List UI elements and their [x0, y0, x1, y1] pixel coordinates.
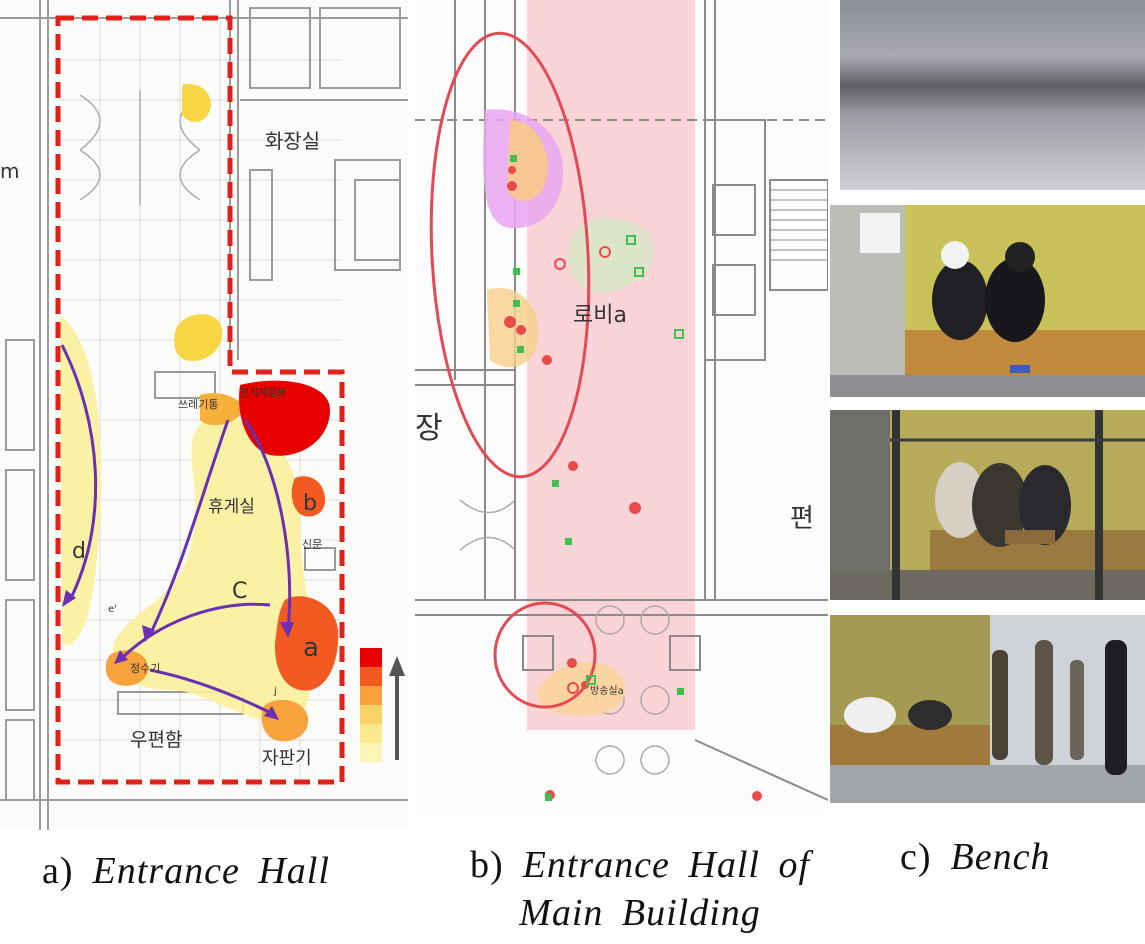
- observation-points: [504, 155, 762, 801]
- zone-d-label: d: [72, 539, 86, 564]
- lobby-label: 로비a: [573, 303, 627, 328]
- caption-b-letter: b): [469, 844, 504, 886]
- intensity-up-arrow: [389, 656, 405, 760]
- bench-photo-group-seated: [830, 410, 1145, 600]
- legend-swatch: [360, 743, 382, 762]
- flow-arrowheads: [62, 590, 294, 720]
- highlight-ellipses: [429, 31, 597, 709]
- caption-a-title: Entrance Hall: [92, 850, 330, 892]
- zone-b-label: b: [303, 491, 317, 516]
- caption-c-title: Bench: [950, 836, 1051, 878]
- heat-zones: [60, 84, 339, 742]
- restroom-label: 화장실: [265, 129, 320, 153]
- caption-b-title-line1: Entrance Hall of: [522, 844, 811, 886]
- caption-c-letter: c): [900, 836, 932, 878]
- bench-photo-blurred: [840, 0, 1145, 190]
- vending-machine-label: 자판기: [262, 748, 312, 769]
- caption-b-title-line2: Main Building: [519, 891, 761, 934]
- newspaper-label: 신문: [302, 538, 322, 551]
- lounge-label: 휴게실: [208, 497, 255, 517]
- caption-a: a) Entrance Hall: [42, 848, 330, 896]
- mark-j-label: j: [273, 686, 277, 697]
- intensity-legend: [360, 648, 382, 762]
- mark-e-label: e': [108, 604, 117, 615]
- corridor-band: [527, 0, 695, 730]
- battery-recycle-label: 전지재활용: [240, 386, 286, 399]
- legend-swatch: [360, 724, 382, 743]
- main-building-drawing: 로비a 장 방송실a: [415, 0, 828, 801]
- legend-swatch: [360, 667, 382, 686]
- water-purifier-label: 정수기: [130, 662, 160, 675]
- caption-c: c) Bench: [900, 834, 1050, 882]
- legend-swatch: [360, 686, 382, 705]
- broadcast-room-label: 방송실a: [590, 685, 624, 697]
- caption-a-letter: a): [42, 850, 74, 892]
- zone-c-label: C: [232, 579, 247, 604]
- bench-photo-two-people: [830, 205, 1145, 397]
- plan-doors: [459, 499, 670, 775]
- trash-bin-label: 쓰레기통: [178, 398, 218, 411]
- mailbox-label: 우편함: [130, 729, 182, 751]
- study-area-boundary: [55, 15, 345, 785]
- zone-a-label: a: [303, 633, 319, 663]
- entrance-doors: [79, 90, 201, 205]
- legend-swatch: [360, 648, 382, 667]
- jang-label: 장: [415, 411, 443, 446]
- edge-m-label: m: [0, 159, 19, 183]
- pyeon-label: 편: [790, 504, 814, 534]
- bench-photo-standing-group: [830, 615, 1145, 803]
- flow-arrows: [60, 344, 292, 717]
- stairs: [770, 189, 828, 261]
- entrance-hall-plan: 화장실 휴게실 전지재활용 쓰레기통 신문 정수기 우편함 자판기 m a b …: [0, 0, 408, 830]
- main-building-lobby-plan: 로비a 장 방송실a: [415, 0, 828, 810]
- entrance-hall-drawing: 화장실 휴게실 전지재활용 쓰레기통 신문 정수기 우편함 자판기 m a b …: [0, 0, 408, 830]
- caption-b: b) Entrance Hall of Main Building: [440, 842, 840, 937]
- legend-swatch: [360, 705, 382, 724]
